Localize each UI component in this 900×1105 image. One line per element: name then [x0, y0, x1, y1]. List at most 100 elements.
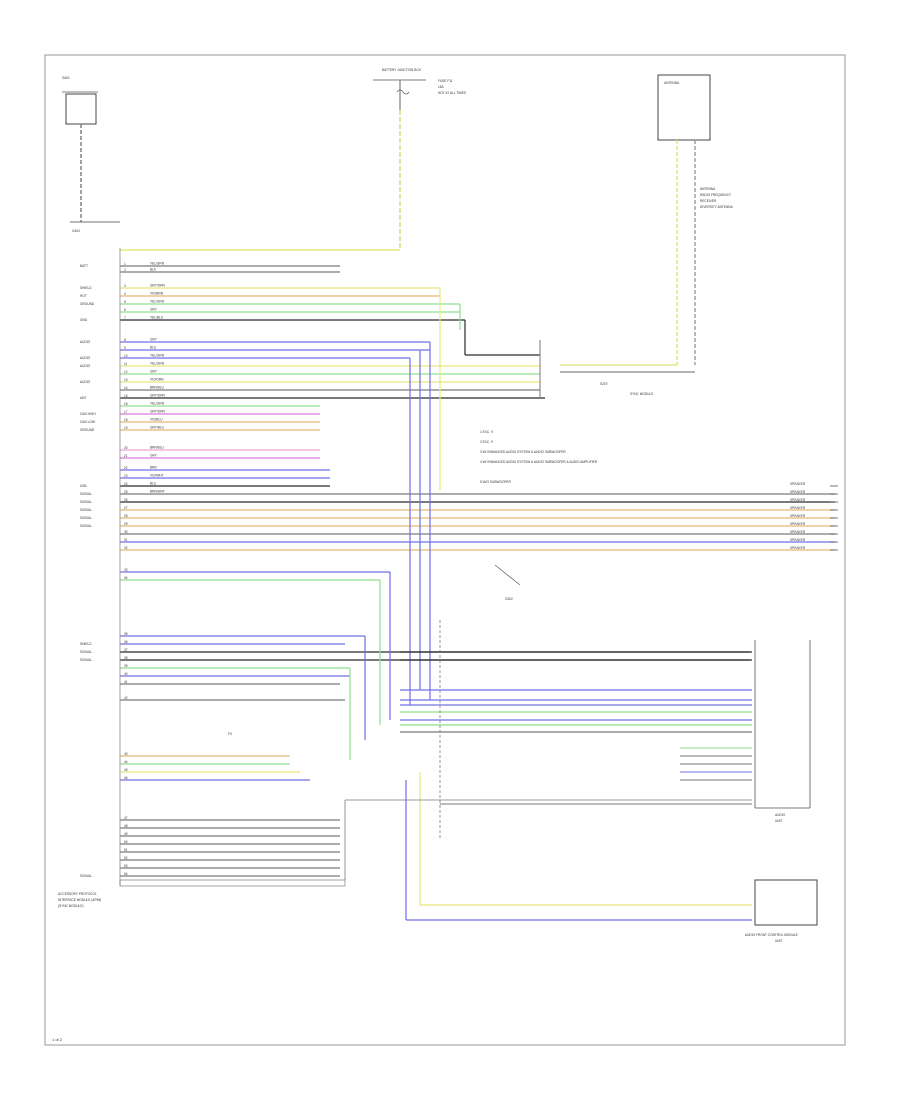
wire-color-label: VIO/WHT [150, 474, 164, 478]
pin-function-label: GROUND [80, 302, 95, 306]
pin-number: 16 [124, 402, 128, 406]
pin-number: 33 [124, 568, 128, 572]
wire-color-label: YEL/GRN [150, 362, 165, 366]
sync-module-label: SYNC MODULE [630, 392, 653, 396]
pin-number: 15 [124, 394, 128, 398]
apim-line-1: ACCESSORY PROTOCOL [58, 892, 97, 896]
antenna-note-3: RECEIVER [700, 199, 717, 203]
pin-function-label: AUDIO [80, 380, 91, 384]
note-4: 4 W/ ENHANCED AUDIO SYSTEM & AUDIO SUBWO… [480, 460, 598, 464]
pin-function-label: USB [80, 484, 87, 488]
pin-number: 32 [124, 546, 128, 550]
pin-number: 23 [124, 474, 128, 478]
fuse-line-2: 15A [438, 85, 445, 89]
pin-number: 17 [124, 410, 128, 414]
pin-number: 26 [124, 498, 128, 502]
apim-line-3: (SYNC MODULE) [58, 904, 84, 908]
pin-number: 48 [124, 824, 128, 828]
pin-number: 34 [124, 576, 128, 580]
wire-color-label: VIO/BLU [150, 418, 163, 422]
pin-number: 40 [124, 672, 128, 676]
pin-number: 27 [124, 506, 128, 510]
pin-number: 50 [124, 840, 128, 844]
pin-number: 2 [124, 268, 126, 272]
wire-color-label: YEL/BLU [150, 316, 164, 320]
diagram-frame [44, 54, 846, 1046]
wire-color-label: YEL/GRN [150, 300, 165, 304]
fuse-block: BATTERY JUNCTION BOX FUSE F11 15A HOT AT… [120, 68, 466, 251]
wire-color-label: BLK [150, 268, 157, 272]
wire-color-label: GRY/ORN [150, 394, 166, 398]
note-5: 5 W/O SUBWOOFER [480, 480, 512, 484]
pin-number: 20 [124, 446, 128, 450]
audio-unit-module: AUDIO UNIT [754, 640, 811, 823]
pin-number: 19 [124, 426, 128, 430]
pin-function-label: SIGNAL [80, 508, 92, 512]
pin-number: 45 [124, 768, 128, 772]
pin-number: 31 [124, 538, 128, 542]
pin-function-label: SIGNAL [80, 516, 92, 520]
right-pin-label: SPEAKER [790, 498, 806, 502]
wire-color-label: GRY [150, 370, 158, 374]
pin-number: 14 [124, 386, 128, 390]
wire-bundle [120, 265, 838, 921]
pin-number: 43 [124, 752, 128, 756]
wire-color-label: BLU [150, 482, 157, 486]
fuse-line-3: HOT AT ALL TIMES [438, 91, 466, 95]
audio-unit-label: AUDIO [775, 813, 786, 817]
wire-color-label: YEL/GRN [150, 262, 165, 266]
pin-number: 44 [124, 760, 128, 764]
pin-number: 22 [124, 466, 128, 470]
pin-labels: 1234567891011121314151617181920212223242… [80, 262, 806, 879]
fuse-icon [396, 89, 410, 95]
pin-number: 51 [124, 848, 128, 852]
pin-number: 18 [124, 418, 128, 422]
ground-symbol [494, 564, 521, 586]
right-pin-label: SPEAKER [790, 506, 806, 510]
ground-symbol-label: G302 [505, 597, 513, 601]
pin-function-label: CAN HIGH [80, 412, 96, 416]
audio-front-control-module: AUDIO FRONT CONTROL MODULE UNIT [745, 879, 818, 943]
afcm-sub: UNIT [775, 939, 782, 943]
pin-number: 1 [124, 262, 126, 266]
pin-function-label: SIGNAL [80, 874, 92, 878]
ground-label: G404 [72, 229, 80, 233]
pin-number: 6 [124, 308, 126, 312]
top-left-connector-label: G401 [62, 76, 70, 80]
wire-color-label: BRN/BLU [150, 446, 165, 450]
fuse-block-title: BATTERY JUNCTION BOX [382, 68, 422, 72]
antenna-label: ANTENNA [664, 81, 680, 85]
antenna-note-1: ANTENNA [700, 187, 716, 191]
pin-number: 28 [124, 514, 128, 518]
pin-number: 53 [124, 864, 128, 868]
pin-number: 30 [124, 530, 128, 534]
wire-color-label: YEL/GRN [150, 402, 165, 406]
pin-function-label: GND [80, 318, 88, 322]
afcm-label: AUDIO FRONT CONTROL MODULE [745, 933, 798, 937]
pin-function-label: SHIELD [80, 286, 92, 290]
note-1: 1 EXC. 9 [480, 430, 493, 434]
pin-function-label: SIGNAL [80, 492, 92, 496]
antenna-note-4: DIVERSITY ANTENNA [700, 205, 734, 209]
wire-color-label: VIO/GRN [150, 378, 164, 382]
note-2: 2 EXC. 9 [480, 440, 493, 444]
wire-color-label: BRN [150, 466, 157, 470]
pin-function-label: AUDIO [80, 364, 91, 368]
pin-number: 49 [124, 832, 128, 836]
antenna-note-2: RADIO FREQUENCY [700, 193, 732, 197]
wire-color-label: GRY [150, 308, 158, 312]
pin-number: 52 [124, 856, 128, 860]
splice-label: S219 [600, 382, 608, 386]
wire-color-label: GRY [150, 454, 158, 458]
pin-function-label: SHIELD [80, 642, 92, 646]
right-pin-label: SPEAKER [790, 538, 806, 542]
pin-number: 42 [124, 696, 128, 700]
pin-function-label: ANT [80, 396, 86, 400]
wire-color-label: VIO/BRN [150, 292, 164, 296]
pin-number: 3 [124, 284, 126, 288]
pin-function-label: GROUND [80, 428, 95, 432]
pin-number: 46 [124, 776, 128, 780]
pin-number: 4 [124, 292, 126, 296]
pin-number: 8 [124, 338, 126, 342]
